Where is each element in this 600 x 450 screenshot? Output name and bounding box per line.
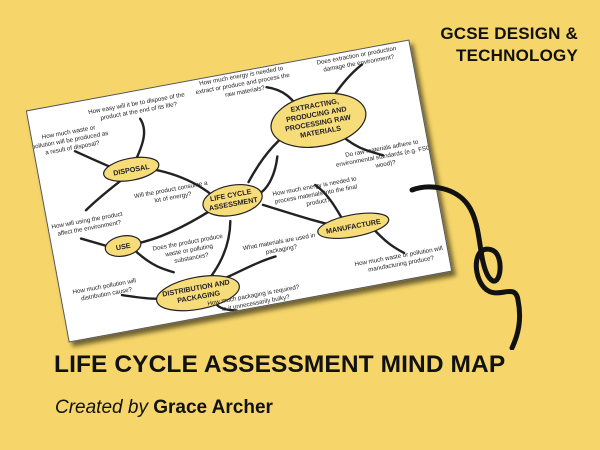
use-question-1: How will using the product affect the en…: [51, 210, 126, 238]
squiggle-doodle: [409, 184, 523, 350]
node-extracting: [270, 92, 367, 148]
use-question-3: Does the product produce waste or pollut…: [152, 232, 228, 268]
mind-map-svg: LIFE CYCLE ASSESSMENT DISPOSAL EXTRACTIN…: [30, 45, 443, 313]
author-credit: Created by Grace Archer: [55, 397, 273, 419]
distribution-question-1: How much pollution will distribution cau…: [72, 277, 140, 304]
mind-map-image: LIFE CYCLE ASSESSMENT DISPOSAL EXTRACTIN…: [25, 39, 453, 343]
extracting-node-label: EXTRACTING, PRODUCING AND PROCESSING RAW…: [281, 94, 355, 142]
node-life-cycle: [202, 183, 263, 217]
distribution-question-2: What materials are used in packaging?: [242, 232, 319, 260]
disposal-question-2: How much waste or pollution will be prod…: [30, 122, 112, 159]
subject-line-2: TECHNOLOGY: [456, 46, 578, 65]
node-distribution: [155, 275, 240, 312]
extracting-question-2: Does extraction or production damage the…: [316, 45, 400, 75]
author-name: Grace Archer: [153, 397, 273, 418]
manufacture-q1-line3: product?: [306, 196, 332, 207]
subject-line-1: GCSE DESIGN &: [440, 24, 578, 43]
credit-prefix: Created by: [55, 397, 148, 418]
page-title: LIFE CYCLE ASSESSMENT MIND MAP: [54, 351, 506, 378]
extracting-question-1: How much energy is needed to extract or …: [194, 64, 294, 104]
subject-heading: GCSE DESIGN & TECHNOLOGY: [440, 23, 578, 67]
use-node-label: USE: [115, 241, 131, 253]
node-disposal: [103, 156, 160, 182]
disposal-question-1: How easy will it be to dispose of the pr…: [88, 91, 189, 124]
node-use: [104, 235, 142, 258]
mind-map-nodes: [103, 92, 390, 312]
extracting-q3-line3: wood)?: [374, 159, 397, 170]
manufacture-question-1: How much energy is needed to process mat…: [272, 175, 362, 213]
node-manufacture: [317, 212, 390, 240]
use-question-2: Will the product consume a lot of energy…: [133, 179, 211, 208]
